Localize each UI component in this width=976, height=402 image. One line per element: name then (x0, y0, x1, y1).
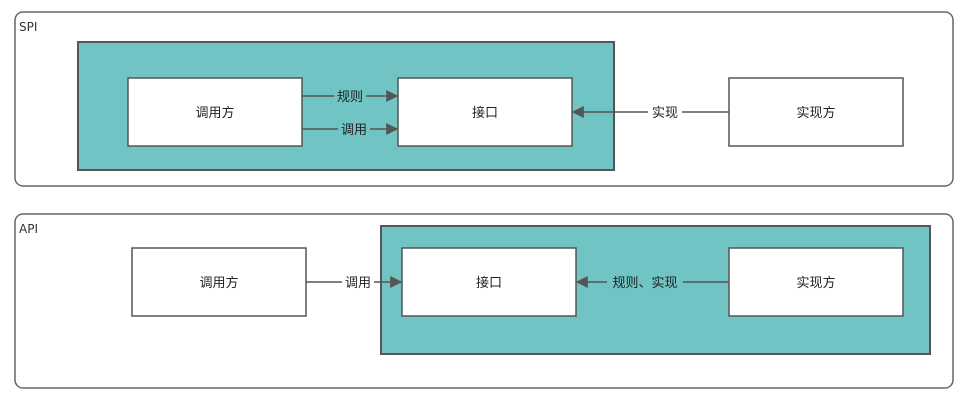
spi-edge-impl-label: 实现 (652, 106, 678, 121)
api-edge-rule-impl: 规则、实现 (575, 274, 729, 291)
api-caller-label: 调用方 (199, 275, 238, 291)
api-panel-label: API (19, 222, 38, 236)
spi-edge-rule: 规则 (302, 88, 399, 105)
spi-interface-label: 接口 (472, 105, 498, 121)
api-panel: API 调用方 接口 实现方 调用 规则、实现 (14, 213, 954, 389)
spi-edge-call: 调用 (302, 121, 399, 138)
spi-panel-label: SPI (19, 20, 37, 34)
api-implementer-box[interactable]: 实现方 (728, 247, 904, 317)
spi-implementer-box[interactable]: 实现方 (728, 77, 904, 147)
api-caller-box[interactable]: 调用方 (131, 247, 307, 317)
api-edge-call: 调用 (306, 274, 403, 291)
api-interface-box[interactable]: 接口 (401, 247, 577, 317)
spi-implementer-label: 实现方 (796, 105, 835, 121)
api-interface-label: 接口 (476, 275, 502, 291)
spi-panel: SPI 调用方 接口 实现方 规则 调用 (14, 11, 954, 187)
spi-caller-box[interactable]: 调用方 (127, 77, 303, 147)
spi-caller-label: 调用方 (195, 105, 234, 121)
api-edge-rule-impl-label: 规则、实现 (612, 276, 677, 291)
spi-edge-impl: 实现 (571, 104, 729, 121)
spi-edge-rule-label: 规则 (337, 90, 363, 105)
spi-interface-box[interactable]: 接口 (397, 77, 573, 147)
spi-edge-call-label: 调用 (341, 123, 367, 138)
api-edge-call-label: 调用 (345, 276, 371, 291)
api-implementer-label: 实现方 (796, 275, 835, 291)
